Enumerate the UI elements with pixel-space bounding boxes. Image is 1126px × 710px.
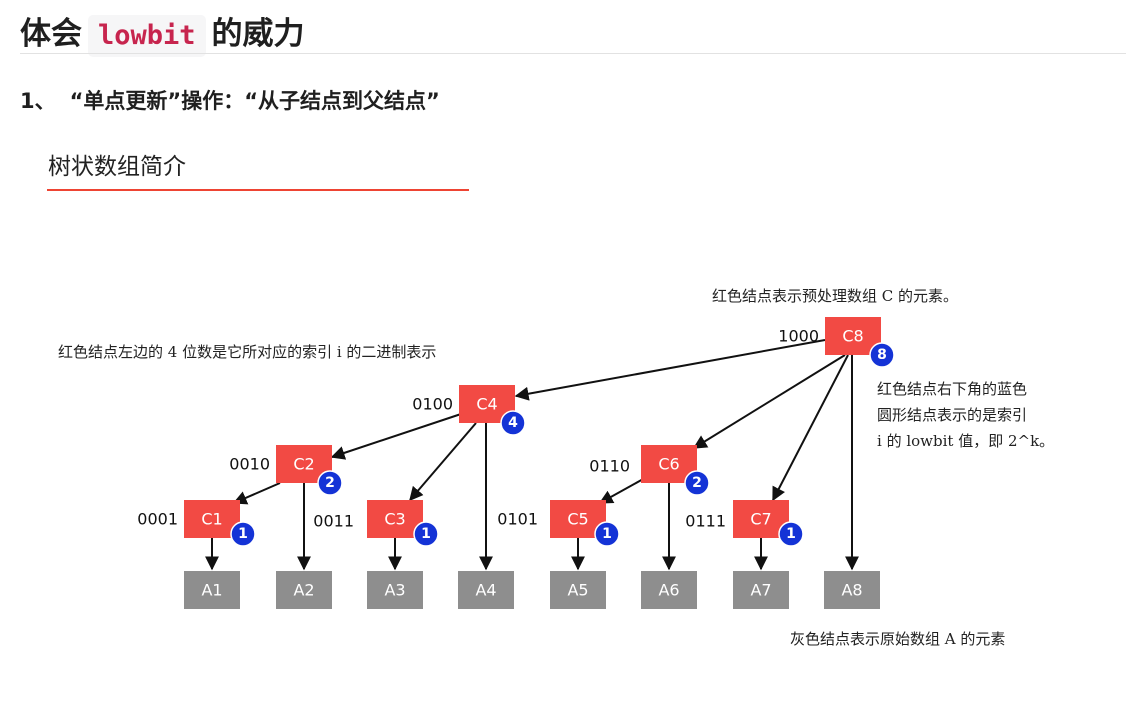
lowbit-badge [594,521,620,547]
a-node-label: A2 [293,581,314,600]
a-node-2: A2 [276,571,332,609]
binary-index-label: 0001 [137,510,178,529]
note-lowbit-line-2: 圆形结点表示的是索引 [877,406,1027,424]
c-node-8: C8 1000 8 [778,317,895,368]
edge-c8-to-c7 [772,354,849,502]
note-gray-nodes: 灰色结点表示原始数组 A 的元素 [790,630,1005,648]
lowbit-value: 1 [786,526,796,542]
a-node-4: A4 [458,571,514,609]
edge-c8-to-c4 [514,339,826,401]
edge-c2-to-c1 [232,482,281,505]
binary-index-label: 0010 [229,455,270,474]
edge-c6-to-c5 [598,477,646,504]
c-node-label: C5 [567,510,588,529]
title-divider [20,53,1126,54]
c-node-7: C7 0111 1 [685,500,804,547]
c-node-6: C6 0110 2 [589,445,710,496]
a-node-7: A7 [733,571,789,609]
a-node-label: A8 [841,581,862,600]
lowbit-value: 1 [602,526,612,542]
a-node-label: A1 [201,581,222,600]
lowbit-badge [413,521,439,547]
page-title-prefix: 体会 [20,16,82,52]
a-node-label: A4 [475,581,496,600]
lowbit-value: 1 [421,526,431,542]
a-node-label: A7 [750,581,771,600]
a-node-1: A1 [184,571,240,609]
binary-index-label: 0011 [313,512,354,531]
note-binary-index: 红色结点左边的 4 位数是它所对应的索引 i 的二进制表示 [58,343,436,361]
a-node-3: A3 [367,571,423,609]
binary-index-label: 0100 [412,395,453,414]
edge-c4-to-c3 [409,422,477,502]
page-title-suffix: 的威力 [211,16,305,52]
lowbit-value: 2 [692,475,702,491]
binary-index-label: 0101 [497,510,538,529]
note-red-nodes: 红色结点表示预处理数组 C 的元素。 [712,287,958,305]
c-node-label: C4 [476,395,497,414]
a-node-6: A6 [641,571,697,609]
lowbit-value: 1 [238,526,248,542]
lowbit-value: 8 [877,347,887,363]
a-node-label: A5 [567,581,588,600]
c-node-label: C7 [750,510,771,529]
c-node-3: C3 0011 1 [313,500,439,547]
note-lowbit-line-1: 红色结点右下角的蓝色 [877,380,1027,398]
a-node-8: A8 [824,571,880,609]
c-node-label: C6 [658,455,679,474]
edge-c4-to-c2 [330,413,462,460]
c-node-label: C2 [293,455,314,474]
tree-edges [205,339,859,571]
lowbit-value: 4 [508,415,518,431]
c-node-4: C4 0100 4 [412,385,526,436]
c-node-2: C2 0010 2 [229,445,343,496]
a-node-label: A3 [384,581,405,600]
binary-index-label: 0111 [685,512,726,531]
slide-title-underline [47,189,469,191]
lowbit-badge [684,470,710,496]
lowbit-badge [778,521,804,547]
binary-index-label: 1000 [778,327,819,346]
section-heading: 1、 “单点更新”操作：“从子结点到父结点” [20,86,440,116]
edge-c8-to-c6 [692,354,846,449]
a-node-5: A5 [550,571,606,609]
note-lowbit-line-3: i 的 lowbit 值，即 2^k。 [877,432,1054,450]
c-node-label: C1 [201,510,222,529]
slide-title: 树状数组简介 [48,154,186,180]
binary-index-label: 0110 [589,457,630,476]
lowbit-badge [500,410,526,436]
lowbit-badge [869,342,895,368]
section-number: 1、 [20,89,56,113]
inline-code-lowbit: lowbit [88,15,206,57]
section-title: “单点更新”操作：“从子结点到父结点” [69,89,440,113]
c-node-label: C8 [842,327,863,346]
a-node-label: A6 [658,581,679,600]
c-node-label: C3 [384,510,405,529]
c-node-1: C1 0001 1 [137,500,256,547]
lowbit-badge [317,470,343,496]
lowbit-value: 2 [325,475,335,491]
c-node-5: C5 0101 1 [497,500,620,547]
lowbit-badge [230,521,256,547]
